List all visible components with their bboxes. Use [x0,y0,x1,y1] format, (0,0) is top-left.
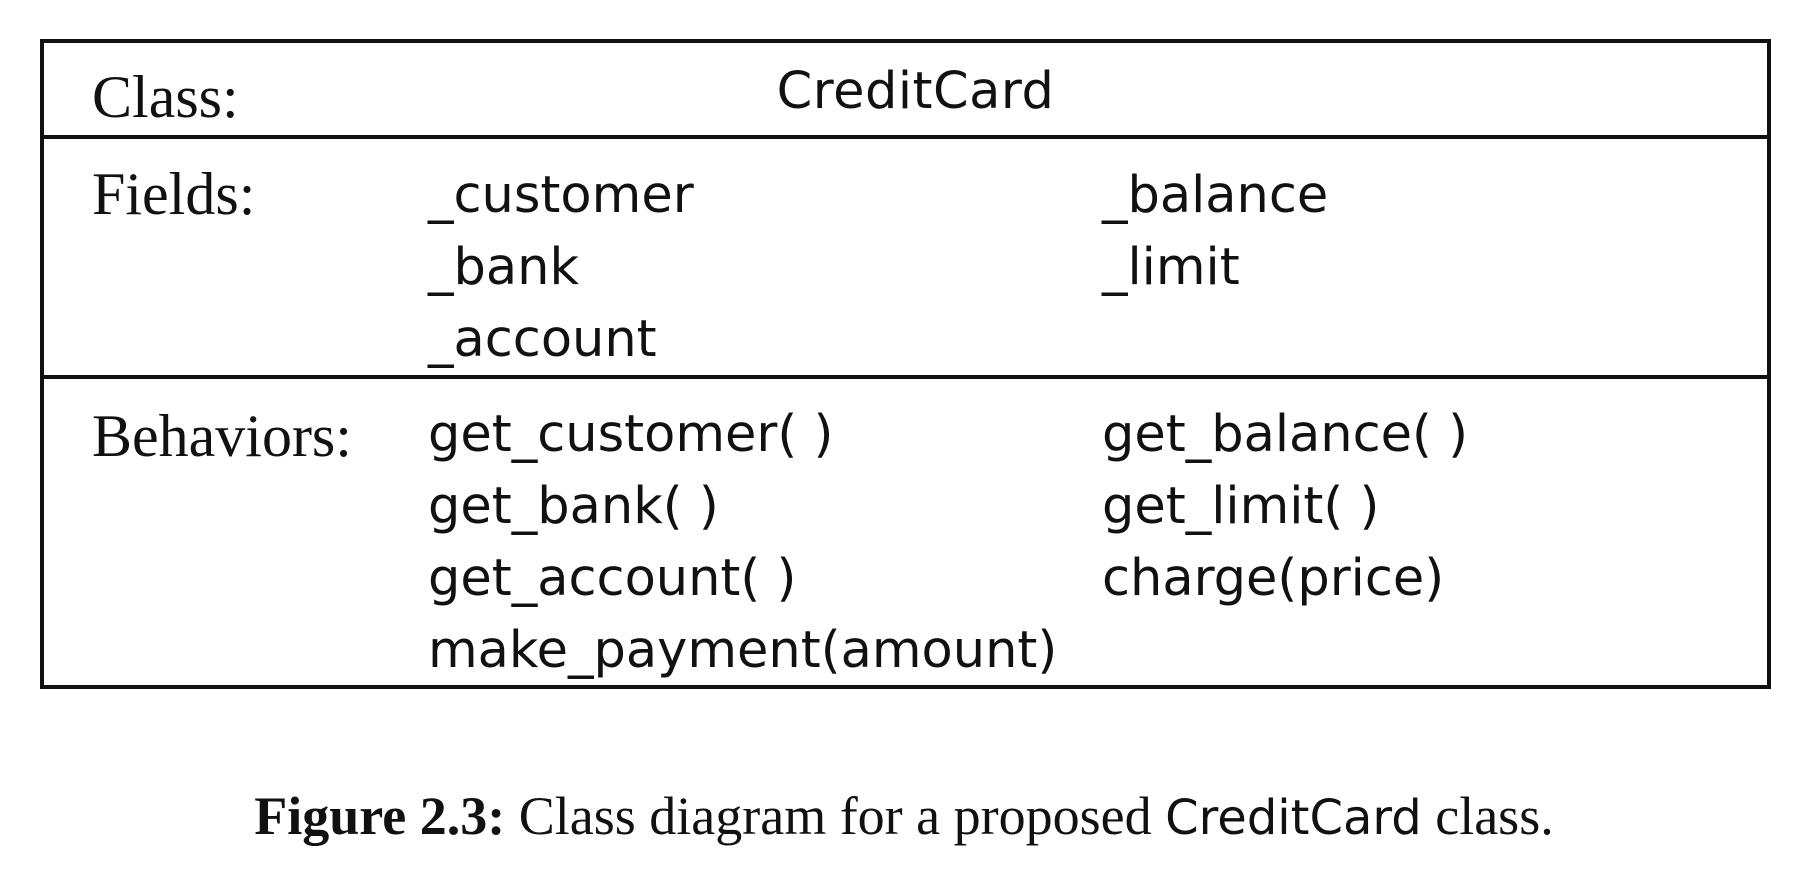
fields-behaviors-divider [44,375,1767,379]
caption-class-name: CreditCard [1165,790,1422,846]
fields-right-column: _balance _limit [1102,160,1328,304]
field-item: _bank [428,238,579,297]
behavior-item: get_customer( ) [428,405,834,464]
behaviors-right-column: get_balance( ) get_limit( ) charge(price… [1102,399,1468,615]
class-row-label: Class: [92,64,239,130]
behavior-item: get_account( ) [428,549,797,608]
behavior-item: get_limit( ) [1102,477,1380,536]
field-item: _balance [1102,166,1329,225]
fields-left-column: _customer _bank _account [428,160,694,376]
caption-figure-label: Figure 2.3: [254,786,506,846]
behavior-item: get_bank( ) [428,477,719,536]
caption-text-before: Class diagram for a proposed [505,786,1166,846]
field-item: _limit [1102,238,1240,297]
fields-row-label: Fields: [92,161,256,227]
class-name: CreditCard [776,62,1055,121]
behavior-item: get_balance( ) [1102,405,1469,464]
behaviors-row-label: Behaviors: [92,403,352,469]
class-fields-divider [44,135,1767,139]
caption-text-after: class. [1421,786,1554,846]
class-diagram: Class: CreditCard Fields: _customer _ban… [40,39,1771,689]
field-item: _customer [428,166,694,225]
field-item: _account [428,310,657,369]
behavior-item: charge(price) [1102,549,1445,608]
figure-caption: Figure 2.3: Class diagram for a proposed… [0,789,1808,843]
behaviors-left-column: get_customer( ) get_bank( ) get_account(… [428,399,1057,687]
behavior-item: make_payment(amount) [428,621,1058,680]
